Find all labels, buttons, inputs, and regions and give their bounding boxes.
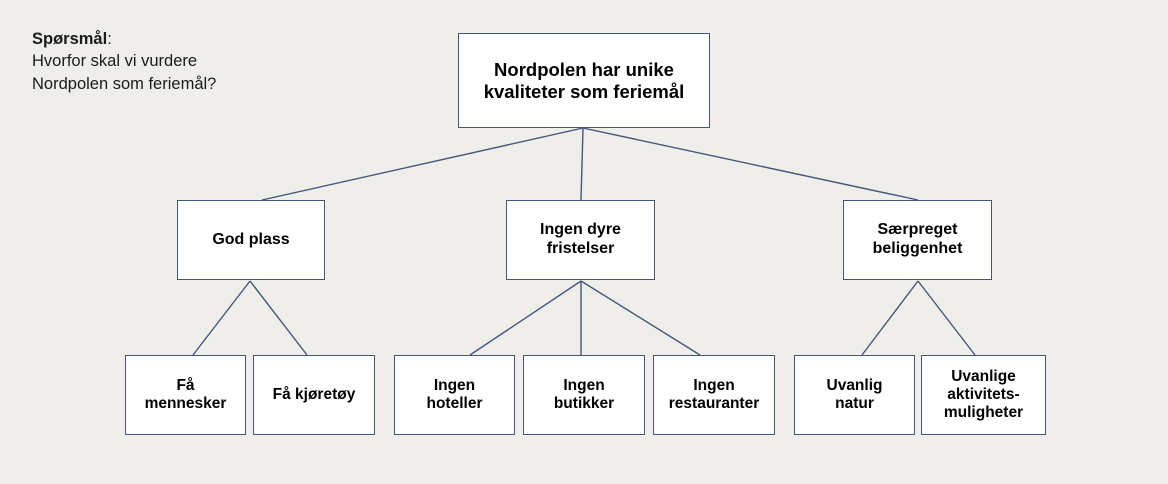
node-label: Særpreget beliggenhet: [872, 221, 963, 257]
edge-fristelser-hoteller: [469, 280, 582, 356]
edge-god-plass-faa-kjoeretoey: [249, 280, 308, 356]
edge-root-saerpreget-beliggenhet: [582, 127, 919, 201]
question-text: Hvorfor skal vi vurdere Nordpolen som fe…: [32, 52, 217, 93]
node-uvanlige-aktivitetsmuligheter[interactable]: Uvanlige aktivitets- muligheter: [921, 355, 1046, 435]
question-label: Spørsmål: [32, 30, 108, 48]
edge-root-god-plass: [261, 127, 584, 201]
node-label: God plass: [212, 230, 290, 248]
question-colon: :: [107, 30, 112, 48]
node-ingen-dyre-fristelser[interactable]: Ingen dyre fristelser: [506, 200, 655, 280]
node-ingen-butikker[interactable]: Ingen butikker: [523, 355, 645, 435]
node-label: Ingen restauranter: [668, 376, 760, 412]
node-label: Uvanlige aktivitets- muligheter: [943, 367, 1024, 422]
question-block: Spørsmål: Hvorfor skal vi vurdere Nordpol…: [32, 28, 222, 95]
node-label: Uvanlig natur: [826, 376, 883, 412]
node-root[interactable]: Nordpolen har unike kvaliteter som ferie…: [458, 33, 710, 128]
node-uvanlig-natur[interactable]: Uvanlig natur: [794, 355, 915, 435]
node-faa-mennesker[interactable]: Få mennesker: [125, 355, 246, 435]
node-label: Ingen butikker: [553, 376, 615, 412]
edge-fristelser-restauranter: [580, 280, 701, 356]
node-label: Få kjøretøy: [272, 385, 356, 403]
edge-root-ingen-dyre-fristelser: [580, 127, 584, 201]
edge-beliggenhet-aktiviteter: [917, 280, 976, 356]
node-saerpreget-beliggenhet[interactable]: Særpreget beliggenhet: [843, 200, 992, 280]
edge-beliggenhet-natur: [861, 280, 919, 356]
node-ingen-hoteller[interactable]: Ingen hoteller: [394, 355, 515, 435]
node-label: Få mennesker: [144, 376, 227, 412]
node-faa-kjoeretoey[interactable]: Få kjøretøy: [253, 355, 375, 435]
node-label: Ingen hoteller: [426, 376, 483, 412]
node-ingen-restauranter[interactable]: Ingen restauranter: [653, 355, 775, 435]
node-label: Ingen dyre fristelser: [540, 221, 621, 257]
node-label: Nordpolen har unike kvaliteter som ferie…: [483, 58, 685, 102]
node-god-plass[interactable]: God plass: [177, 200, 325, 280]
edge-god-plass-faa-mennesker: [192, 280, 251, 356]
